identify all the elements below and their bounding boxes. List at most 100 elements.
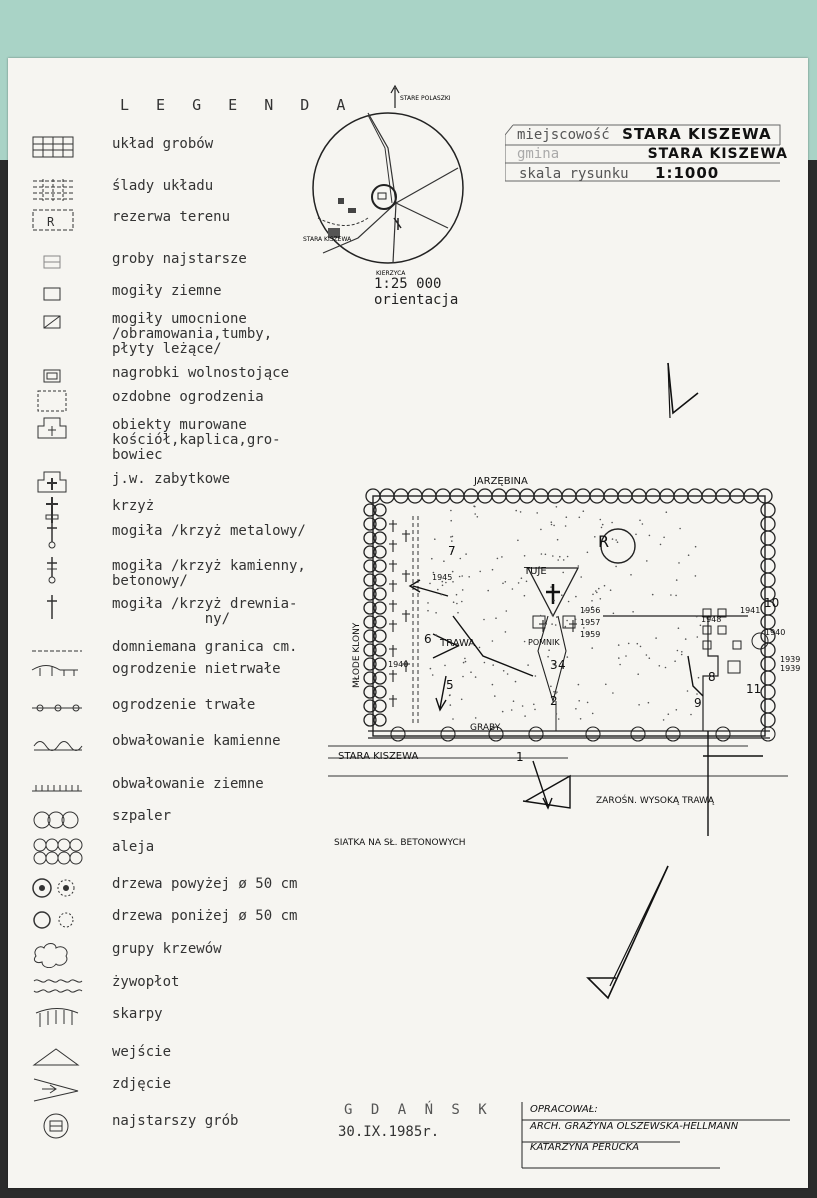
photo-number: 11: [746, 682, 762, 696]
legend-item-label: zdjęcie: [112, 1076, 172, 1092]
legend-item-label: ślady układu: [112, 178, 214, 194]
gmina-value: STARA KISZEWA: [647, 146, 788, 162]
legend-item-label: ogrodzenie nietrwałe: [112, 661, 281, 677]
legend-item-label: obwałowanie kamienne: [112, 733, 281, 749]
shrubs-icon: [33, 943, 68, 968]
dashed-line-icon: [32, 650, 82, 652]
year-label: 1959: [580, 630, 601, 639]
legend-item: mogiła /krzyż drewnia- ny/: [30, 593, 360, 627]
photo-number: 8: [708, 670, 716, 684]
legend-item: drzewa poniżej ø 50 cm: [30, 905, 360, 935]
slope-icon: [35, 1008, 79, 1027]
monument-label: POMNIK: [528, 638, 560, 647]
legend-item: najstarszy grób: [30, 1110, 360, 1140]
legend-item: szpaler: [30, 805, 360, 835]
grid-icon: [32, 136, 74, 158]
earth-grave-icon: [43, 287, 61, 301]
dashed-grid-icon: [33, 179, 73, 201]
legend-item-label: domniemana granica cm.: [112, 639, 298, 655]
graves-label: GRABY: [470, 723, 501, 733]
legend-title: L E G E N D A: [120, 96, 355, 114]
legend-item-label: rezerwa terenu: [112, 209, 231, 225]
legend-item-label: nagrobki wolnostojące: [112, 365, 290, 381]
legend-item-label: aleja: [112, 839, 155, 855]
site-plan: [328, 488, 788, 836]
orientation-scale: 1:25 000: [374, 276, 442, 292]
stone-embankment-icon: [33, 741, 83, 751]
author-2: KATARZYNA PERUCKA: [530, 1142, 640, 1153]
photo-number: 10: [764, 596, 780, 610]
skala-label: skala rysunku: [519, 166, 629, 182]
legend-item-label: drzewa poniżej ø 50 cm: [112, 908, 298, 924]
year-label: 1945: [432, 573, 453, 582]
legend-item-label: drzewa powyżej ø 50 cm: [112, 876, 298, 892]
metal-cross-icon: [47, 522, 57, 549]
large-tree-icon: [32, 878, 75, 898]
credits-frame: [521, 1102, 790, 1169]
thuja-label: TUJE: [524, 566, 547, 577]
legend-item: ogrodzenie nietrwałe: [30, 658, 360, 688]
photo-number: 2: [550, 694, 558, 708]
legend-item: drzewa powyżej ø 50 cm: [30, 873, 360, 903]
legend-item: żywopłot: [30, 971, 360, 1001]
city: G D A Ń S K: [344, 1102, 492, 1118]
legend-item: mogiła /krzyż metalowy/: [30, 520, 360, 550]
legend-item: skarpy: [30, 1003, 360, 1033]
road-bottom-label: STARA KISZEWA: [338, 751, 419, 762]
historic-building-icon: [37, 471, 67, 493]
entrance-icon: [32, 1048, 80, 1066]
legend-item: mogiły umocnione /obramowania,tumby, pły…: [30, 308, 360, 357]
date: 30.IX.1985r.: [338, 1124, 440, 1140]
legend-item-label: grupy krzewów: [112, 941, 222, 957]
legend-item: układ grobów: [30, 133, 360, 163]
legend-item-label: mogiła /krzyż metalowy/: [112, 523, 306, 539]
legend-item: grupy krzewów: [30, 938, 360, 968]
svg-text:R: R: [47, 215, 55, 229]
legend-item: ogrodzenie trwałe: [30, 694, 360, 724]
masonry-building-icon: [37, 417, 67, 439]
legend-item: mogiły ziemne: [30, 280, 360, 310]
legend-item: j.w. zabytkowe: [30, 468, 360, 498]
legend-item: groby najstarsze: [30, 248, 360, 278]
prepared-label: OPRACOWAŁ:: [530, 1104, 598, 1115]
alley-icon: [33, 838, 83, 865]
legend-item-label: mogiły umocnione /obramowania,tumby, pły…: [112, 311, 273, 357]
year-label: 1956: [580, 606, 601, 615]
hedgerow-icon: [33, 811, 79, 829]
north-arrow-bottom: [586, 865, 669, 1000]
legend-item: krzyż: [30, 495, 360, 525]
reserve-label: R: [598, 532, 610, 551]
earth-embankment-icon: [32, 785, 82, 792]
stone-cross-icon: [47, 557, 57, 584]
legend-item-label: obwałowanie ziemne: [112, 776, 264, 792]
legend-item: ozdobne ogrodzenia: [30, 386, 360, 416]
legend-item-label: krzyż: [112, 498, 155, 514]
cross-icon: [45, 497, 59, 523]
headstone-icon: [43, 369, 61, 383]
info-box: miejscowość STARA KISZEWA gmina STARA KI…: [505, 121, 788, 185]
photo-number: 1: [516, 750, 524, 764]
orientation-label-top: STARE POLASZKI: [400, 95, 451, 102]
legend-item-label: mogiły ziemne: [112, 283, 222, 299]
year-label: 1957: [580, 618, 601, 627]
credits: OPRACOWAŁ: ARCH. GRAŻYNA OLSZEWSKA-HELLM…: [530, 1104, 738, 1153]
orientation-caption: 1:25 000 orientacja: [374, 276, 458, 308]
legend-item: wejście: [30, 1041, 360, 1071]
legend-item-label: najstarszy grób: [112, 1113, 239, 1129]
legend-item-label: ozdobne ogrodzenia: [112, 389, 264, 405]
young-maples-label: MŁODE KLONY: [352, 622, 362, 688]
orientation-label-left: STARA KISZEWA: [303, 236, 352, 243]
oldest-grave-icon: [43, 1113, 69, 1139]
year-label: 1939: [780, 664, 801, 673]
photo-number: 4: [558, 658, 566, 672]
photo-icon: [33, 1078, 79, 1102]
gmina-label: gmina: [517, 146, 560, 162]
temp-fence-icon: [31, 665, 78, 676]
legend-item: obiekty murowane kościół,kaplica,gro- bo…: [30, 414, 360, 463]
legend-item-label: mogiła /krzyż kamienny, betonowy/: [112, 558, 306, 589]
oldest-graves-icon: [43, 255, 61, 269]
miejscowosc-value: STARA KISZEWA: [622, 125, 772, 143]
hedge-icon: [33, 979, 83, 993]
road-top-label: JARZĘBINA: [474, 476, 528, 487]
photo-number: 9: [694, 696, 702, 710]
